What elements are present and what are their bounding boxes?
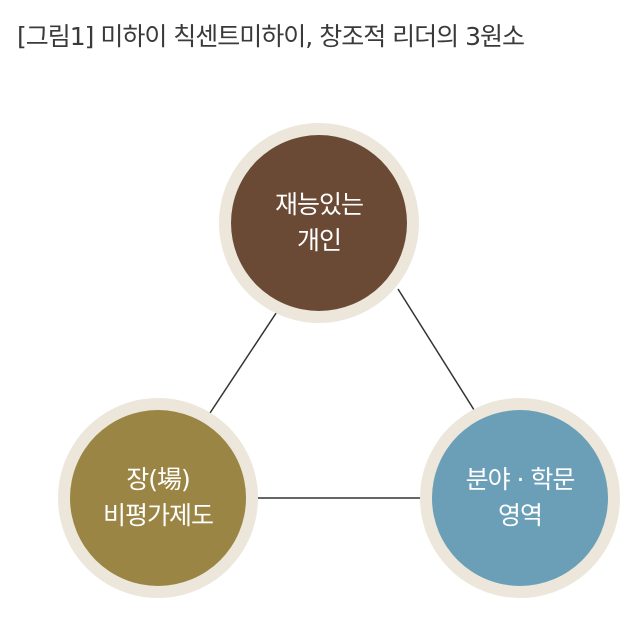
node-field-critics: 장(場) 비평가제도 [58,398,258,598]
figure-caption: [그림1] 미하이 칙센트미하이, 창조적 리더의 3원소 [17,22,525,51]
node-talented-individual-line2: 개인 [296,226,342,255]
node-field-critics-line2: 비평가제도 [102,501,214,530]
node-field-critics-core: 장(場) 비평가제도 [70,410,246,586]
node-talented-individual: 재능있는 개인 [219,123,419,323]
node-domain: 분야 · 학문 영역 [420,398,620,598]
connector-top-right [397,288,477,414]
node-field-critics-line1: 장(場) [126,465,191,494]
node-talented-individual-line1: 재능있는 [274,190,364,219]
node-domain-line2: 영역 [497,501,543,530]
node-domain-line1: 분야 · 학문 [465,465,576,494]
node-talented-individual-core: 재능있는 개인 [231,135,407,311]
node-domain-core: 분야 · 학문 영역 [432,410,608,586]
